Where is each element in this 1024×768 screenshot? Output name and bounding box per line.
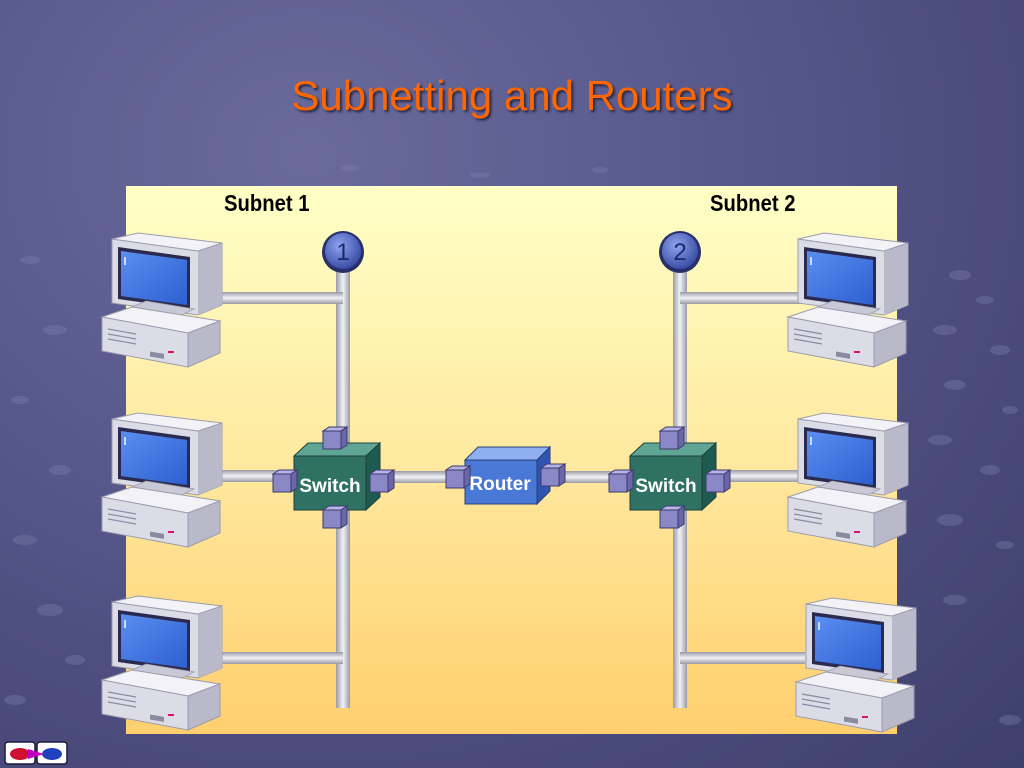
svg-text:2: 2	[673, 239, 686, 266]
subnet-1-label: Subnet 1	[224, 190, 310, 216]
subnet-2-computer-3-icon	[795, 597, 917, 733]
subnet-1-computer-1-icon	[101, 232, 223, 368]
subnet-1-computer-2-icon	[101, 412, 223, 548]
router-icon: Router	[445, 445, 566, 506]
subnet-2-computer-1-icon	[787, 232, 909, 368]
switch-left-icon: Switch	[272, 426, 395, 529]
subnet-2-label: Subnet 2	[710, 190, 796, 216]
subnet-2-computer-2-icon	[787, 412, 909, 548]
slide-title: Subnetting and Routers	[291, 72, 733, 119]
switch-right-label: Switch	[635, 476, 696, 497]
subnet-1-computer-3-icon	[101, 595, 223, 731]
svg-text:1: 1	[336, 239, 349, 266]
switch-right-icon: Switch	[608, 426, 731, 529]
router-label: Router	[469, 474, 531, 495]
subnet-2-badge: 2	[659, 231, 701, 273]
subnet-1-badge: 1	[322, 231, 364, 273]
slide-navigation-icon[interactable]	[4, 741, 68, 765]
switch-left-label: Switch	[299, 476, 360, 497]
